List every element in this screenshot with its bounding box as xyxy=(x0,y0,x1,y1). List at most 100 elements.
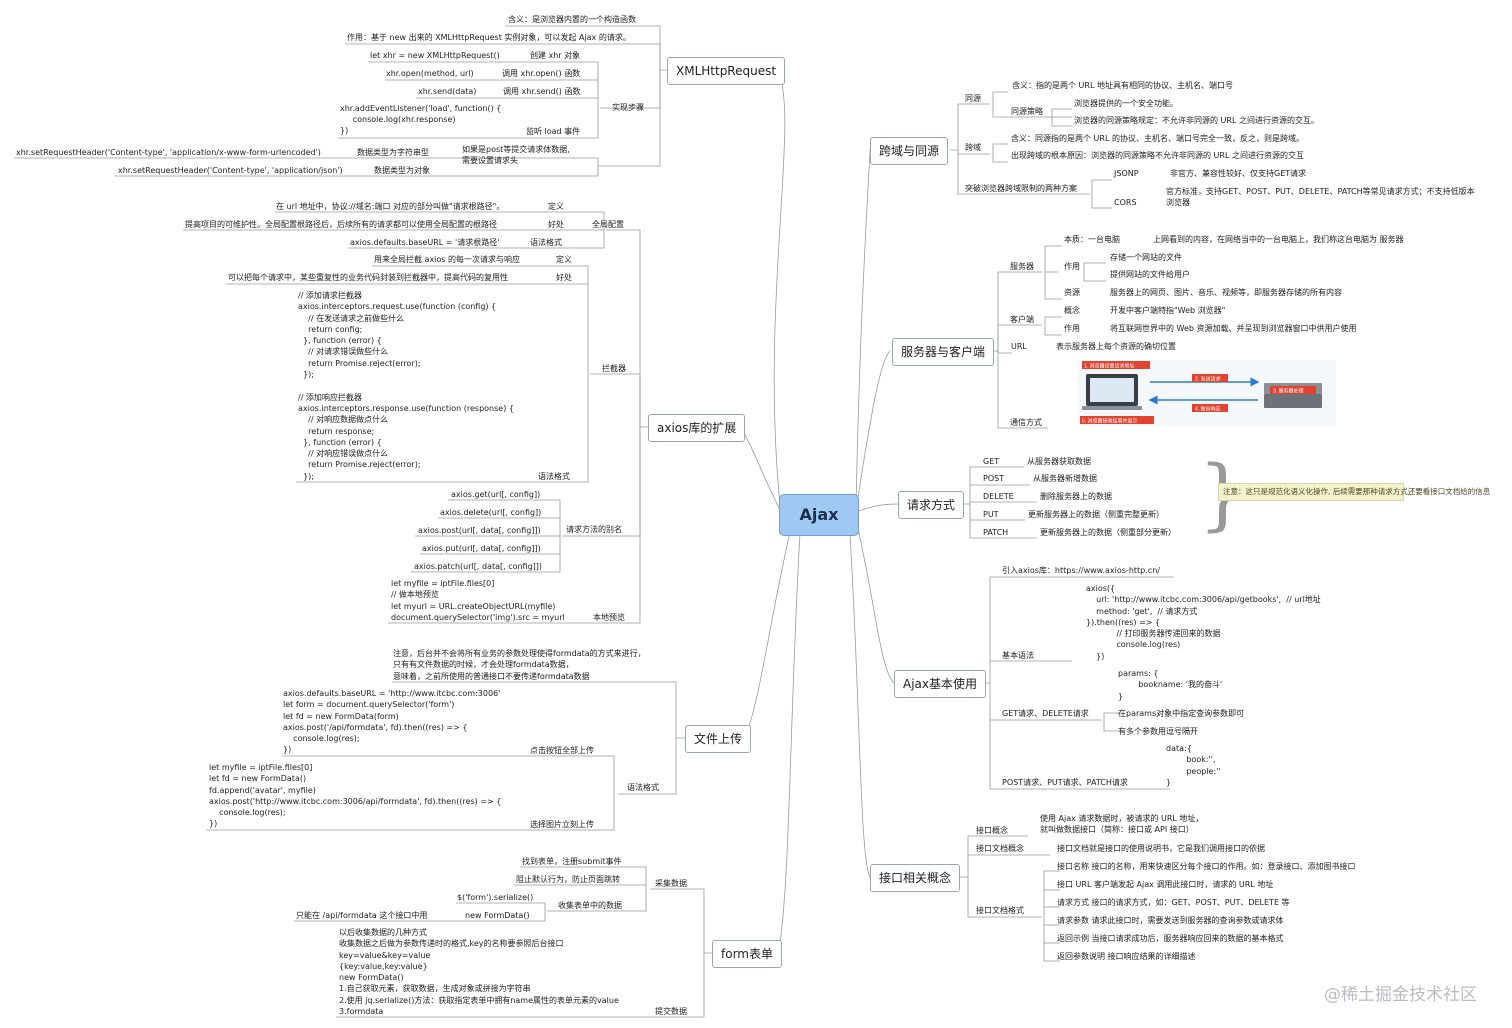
branch-axios-extension[interactable]: axios库的扩展 xyxy=(648,414,746,442)
client-role: 将互联网世界中的 Web 资源加载、并呈现到浏览器窗口中供用户使用 xyxy=(1110,324,1357,333)
branch-form[interactable]: form表单 xyxy=(712,940,782,968)
axios-interceptor-label: 拦截器 xyxy=(602,364,626,373)
cors-same-origin-label: 同源 xyxy=(965,94,981,103)
method-desc: 更新服务器上的数据（侧重部分更新） xyxy=(1040,528,1176,537)
comm-step: 4. 做出响应 xyxy=(1195,406,1221,413)
url-desc: 表示服务器上每个资源的确切位置 xyxy=(1056,342,1176,351)
comm-step: 2. 发送请求 xyxy=(1195,376,1221,383)
branch-cross-origin[interactable]: 跨域与同源 xyxy=(870,137,949,165)
server-label: 服务器 xyxy=(1010,262,1034,271)
server-resource-desc: 服务器上的网页、图片、音乐、视频等，即服务器存储的所有内容 xyxy=(1110,288,1342,297)
axios-global-label: 全局配置 xyxy=(592,220,624,229)
api-doc-concept: 接口文档就是接口的使用说明书，它是我们调用接口的依据 xyxy=(1057,844,1265,853)
cors-cross-label: 跨域 xyxy=(965,143,981,152)
xhr-header-code: xhr.setRequestHeader('Content-type', 'ap… xyxy=(16,148,321,157)
method-desc: 从服务器获取数据 xyxy=(1027,457,1091,466)
server-role-item: 存储一个网站的文件 xyxy=(1110,253,1182,262)
branch-request-methods[interactable]: 请求方式 xyxy=(898,491,965,519)
form-formdata-note: 只能在 /api/formdata 这个接口中用 xyxy=(296,911,428,920)
branch-server-client[interactable]: 服务器与客户端 xyxy=(892,338,995,366)
axios-interceptor-code-desc: 语法格式 xyxy=(538,472,570,481)
xhr-post-label: 如果是post等提交请求体数据, 需要设置请求头 xyxy=(462,145,570,165)
xhr-step-desc: 监听 load 事件 xyxy=(526,127,581,136)
api-doc-format-item: 接口名称 接口的名称，用来快速区分每个接口的作用。如：登录接口、添加图书接口 xyxy=(1057,862,1356,871)
server-rack-icon xyxy=(1264,394,1322,408)
client-role-label: 作用 xyxy=(1064,324,1080,333)
client-server-diagram: 1. 浏览器设置请求地址 2. 发送请求 3. 服务器处理 4. 做出响应 5.… xyxy=(1078,360,1336,426)
server-essence-label: 本质：一台电脑 xyxy=(1064,235,1120,244)
branch-api-concepts[interactable]: 接口相关概念 xyxy=(870,864,961,892)
cors-solution-name: CORS xyxy=(1114,198,1137,207)
method-desc: 删除服务器上的数据 xyxy=(1040,492,1112,501)
branch-xmlhttprequest[interactable]: XMLHttpRequest xyxy=(667,57,786,85)
upload-code-2-desc: 选择图片立刻上传 xyxy=(530,820,594,829)
methods-note: 注意：这只是规范化语义化操作, 后续需要那种请求方式还要看接口文档给的信息 xyxy=(1218,483,1490,501)
xhr-purpose: 作用：基于 new 出来的 XMLHttpRequest 实例对象，可以发起 A… xyxy=(347,33,631,42)
cors-policy-item: 浏览器的同源策略规定：不允许非同源的 URL 之间进行资源的交互。 xyxy=(1074,116,1319,125)
basic-syntax-code: axios({ url: 'http://www.itcbc.com:3006/… xyxy=(1086,584,1321,661)
form-collect-data-item: new FormData() xyxy=(465,911,530,920)
axios-alias: axios.get(url[, config]) xyxy=(451,490,541,499)
axios-alias: axios.post(url[, data[, config]]) xyxy=(418,526,541,535)
xhr-steps-label: 实现步骤 xyxy=(612,103,644,112)
branch-file-upload[interactable]: 文件上传 xyxy=(685,725,752,753)
cors-policy-item: 浏览器提供的一个安全功能。 xyxy=(1074,99,1178,108)
axios-preview-code: let myfile = iptFile.files[0] // 做本地预览 l… xyxy=(391,579,565,622)
comm-step: 5. 浏览器接收结果并显示 xyxy=(1082,418,1138,425)
axios-interceptor-code: // 添加请求拦截器 axios.interceptors.request.us… xyxy=(298,291,514,481)
cors-cross-item: 出现跨域的根本原因：浏览器的同源策略不允许非同源的 URL 之间进行资源的交互 xyxy=(1011,151,1304,160)
api-doc-format-label: 接口文档格式 xyxy=(976,906,1024,915)
api-doc-format-item: 返回示例 当接口请求成功后，服务器响应回来的数据的基本格式 xyxy=(1057,934,1284,943)
upload-note: 注意，后台并不会将所有业务的参数处理使得formdata的方式来进行， 只有有文… xyxy=(393,649,646,681)
method-name: POST xyxy=(983,474,1005,483)
api-concept-label: 接口概念 xyxy=(976,826,1008,835)
cors-same-meaning: 含义：指的是两个 URL 地址具有相同的协议、主机名、端口号 xyxy=(1012,81,1233,90)
xhr-header-desc: 数据类型为字符串型 xyxy=(357,148,429,157)
api-doc-format-item: 返回参数说明 接口响应结果的详细描述 xyxy=(1057,952,1196,961)
server-resource-label: 资源 xyxy=(1064,288,1080,297)
url-label: URL xyxy=(1011,342,1027,351)
axios-interceptor-text: 用来全局拦截 axios 的每一次请求与响应 xyxy=(374,255,521,264)
basic-import: 引入axios库：https://www.axios-http.cn/ xyxy=(1002,566,1160,575)
axios-alias: axios.put(url[, data[, config]]) xyxy=(422,544,541,553)
axios-global-text: 提高项目的可维护性。全局配置根路径后，后续所有的请求都可以使用全局配置的根路径 xyxy=(185,220,497,229)
comm-step: 3. 服务器处理 xyxy=(1273,388,1304,395)
cors-policy-label: 同源策略 xyxy=(1011,107,1043,116)
basic-get-code: params: { bookname: '我的奋斗' } xyxy=(1118,669,1223,701)
comm-label: 通信方式 xyxy=(1010,418,1042,427)
api-concept: 使用 Ajax 请求数据时，被请求的 URL 地址， 就叫做数据接口（简称：接口… xyxy=(1040,814,1204,834)
method-name: PATCH xyxy=(983,528,1009,537)
axios-interceptor-text: 可以把每个请求中，某些重复性的业务代码封装到拦截器中，提高代码的复用性 xyxy=(228,273,508,282)
xhr-step-code: let xhr = new XMLHttpRequest() xyxy=(370,51,500,60)
xhr-step-code: xhr.send(data) xyxy=(418,87,477,96)
axios-global-desc: 语法格式 xyxy=(530,238,562,247)
form-collect-item: 阻止默认行为，防止页面跳转 xyxy=(516,875,620,884)
xhr-header-code: xhr.setRequestHeader('Content-type', 'ap… xyxy=(118,166,343,175)
axios-alias-label: 请求方法的别名 xyxy=(566,525,622,534)
cors-solutions-label: 突破浏览器跨域限制的两种方案 xyxy=(965,184,1077,193)
form-submit-text: 以后收集数据的几种方式 收集数据之后做为参数传递时的格式,key的名称要参照后台… xyxy=(339,928,619,1017)
server-role-label: 作用 xyxy=(1064,262,1080,271)
form-collect-data-item: $('form').serialize() xyxy=(457,893,534,902)
cors-solution-name: JSONP xyxy=(1114,169,1139,178)
basic-get-label: GET请求、DELETE请求 xyxy=(1002,709,1089,718)
api-doc-format-item: 接口 URL 客户端发起 Ajax 调用此接口时，请求的 URL 地址 xyxy=(1057,880,1274,889)
method-desc: 更新服务器上的数据（侧重完整更新） xyxy=(1028,510,1164,519)
xhr-meaning: 含义：是浏览器内置的一个构造函数 xyxy=(508,15,636,24)
upload-code-1: axios.defaults.baseURL = 'http://www.itc… xyxy=(283,689,501,755)
basic-post-code: data:{ book:'', people:'' } xyxy=(1166,744,1221,787)
method-name: DELETE xyxy=(983,492,1014,501)
basic-post-label: POST请求、PUT请求、PATCH请求 xyxy=(1002,778,1128,787)
axios-interceptor-desc: 定义 xyxy=(556,255,572,264)
center-topic[interactable]: Ajax xyxy=(779,494,859,536)
axios-alias: axios.delete(url[, config]) xyxy=(440,508,542,517)
api-doc-format-item: 请求方式 接口的请求方式，如：GET、POST、PUT、DELETE 等 xyxy=(1057,898,1290,907)
watermark: @稀土掘金技术社区 xyxy=(1324,985,1477,1005)
server-essence-desc: 上网看到的内容，在网络当中的一台电脑上，我们称这台电脑为 服务器 xyxy=(1153,235,1404,244)
basic-get-item: 在params对象中指定查询参数即可 xyxy=(1118,709,1245,718)
branch-ajax-basic[interactable]: Ajax基本使用 xyxy=(894,670,986,698)
method-desc: 从服务器新增数据 xyxy=(1033,474,1097,483)
form-collect-label: 采集数据 xyxy=(655,879,687,888)
